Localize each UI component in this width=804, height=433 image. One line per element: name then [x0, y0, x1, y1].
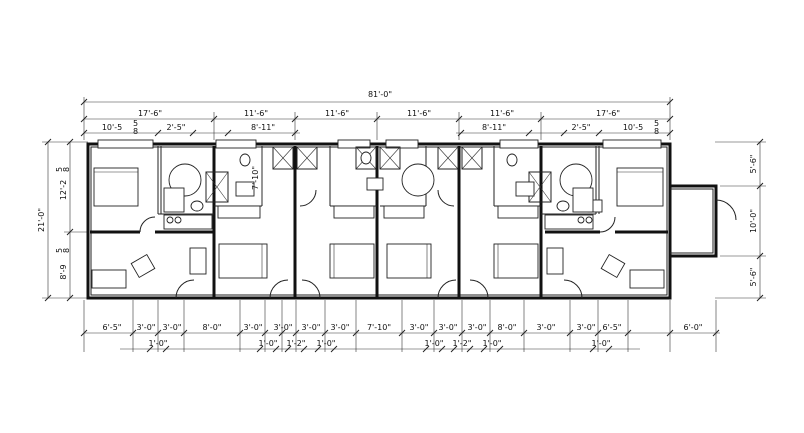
windows: [97, 139, 662, 149]
dim-sub-7: 1'-0": [483, 339, 502, 348]
overall-width-label: 81'-0": [368, 90, 392, 99]
fraction-num-2: 5: [654, 119, 659, 128]
dim-bottom-3: 3'-0": [163, 323, 182, 332]
bottom-sub-tick: [496, 345, 504, 353]
fraction-num-4: 5: [55, 248, 64, 253]
bottom-sub-tick: [450, 345, 458, 353]
dim-right-1: 5'-6": [749, 155, 758, 174]
left-dimensions: 21'-0" 12'-2 5 8 8'-9 5 8: [37, 138, 88, 302]
bottom-sub-tick: [438, 345, 446, 353]
fraction-num-1: 5: [133, 119, 138, 128]
dim-top-6: 17'-6": [596, 109, 620, 118]
dim-top-5: 11'-6": [490, 109, 514, 118]
dim-top-1: 17'-6": [138, 109, 162, 118]
fraction-den-4: 8: [62, 248, 71, 253]
dim-bottom-13: 8'-0": [498, 323, 517, 332]
dim-bottom-14: 3'-0": [537, 323, 556, 332]
dim-bottom-11: 3'-0": [439, 323, 458, 332]
bottom-sub-tick: [284, 345, 292, 353]
dim-bottom-7: 3'-0": [302, 323, 321, 332]
closets: [205, 146, 552, 203]
dim-sub-6: 1'-2": [453, 339, 472, 348]
bottom-sub-tick: [330, 345, 338, 353]
dim-sub-1: 1'-0": [149, 339, 168, 348]
right-dimensions: 5'-6" 10'-0" 5'-6": [715, 138, 766, 302]
bottom-sub-tick: [314, 345, 322, 353]
dim-bottom-6: 3'-0": [274, 323, 293, 332]
interior-walls: [90, 146, 668, 298]
bottom-sub-tick: [146, 345, 154, 353]
dim-top-4: 11'-6": [407, 109, 431, 118]
dim-sub-4: 1'-0": [317, 339, 336, 348]
fraction-den-1: 8: [133, 127, 138, 136]
beds: [93, 167, 664, 279]
dim-left-overall: 21'-0": [37, 208, 46, 232]
dim-bottom-5: 3'-0": [244, 323, 263, 332]
bottom-sub-tick: [300, 345, 308, 353]
living-furniture: [91, 247, 665, 289]
dim-second-right-2: 2'-5": [572, 123, 591, 132]
bottom-sub-tick: [422, 345, 430, 353]
dim-second-left-3: 8'-11": [251, 123, 275, 132]
fraction-den-3: 8: [62, 167, 71, 172]
dim-interior-vertical: 7'-10": [251, 166, 260, 190]
dim-second-left-2: 2'-5": [167, 123, 186, 132]
dim-right-3: 5'-6": [749, 268, 758, 287]
dim-bottom-4: 8'-0": [203, 323, 222, 332]
bottom-sub-tick: [589, 345, 597, 353]
dim-left-upper: 12'-2: [59, 180, 68, 200]
bath-fixtures: [168, 151, 603, 213]
dim-sub-3: 1'-2": [287, 339, 306, 348]
dim-second-right-1: 8'-11": [482, 123, 506, 132]
bottom-sub-tick: [162, 345, 170, 353]
exterior-walls: [86, 142, 718, 300]
bottom-sub-tick: [480, 345, 488, 353]
dim-second-left-1: 10'-5: [102, 123, 122, 132]
doors: [139, 189, 737, 299]
dim-top-3: 11'-6": [325, 109, 349, 118]
dim-bottom-15: 3'-0": [577, 323, 596, 332]
second-dimension-row: 10'-5 5 8 2'-5" 8'-11" 8'-11" 2'-5" 10'-…: [80, 119, 674, 137]
dim-sub-5: 1'-0": [425, 339, 444, 348]
dim-bottom-12: 3'-0": [468, 323, 487, 332]
dim-bottom-17: 6'-0": [684, 323, 703, 332]
dim-bottom-1: 6'-5": [103, 323, 122, 332]
dim-left-lower: 8'-9: [59, 264, 68, 279]
bottom-sub-tick: [605, 345, 613, 353]
dim-sub-8: 1'-0": [592, 339, 611, 348]
bottom-sub-tick: [256, 345, 264, 353]
bottom-sub-tick: [272, 345, 280, 353]
dim-bottom-16: 6'-5": [603, 323, 622, 332]
dim-top-2: 11'-6": [244, 109, 268, 118]
top-dimension-row: 17'-6" 11'-6" 11'-6" 11'-6" 11'-6" 17'-6…: [80, 109, 674, 140]
fraction-den-2: 8: [654, 127, 659, 136]
dim-bottom-8: 3'-0": [331, 323, 350, 332]
dim-bottom-9: 7'-10": [367, 323, 391, 332]
bottom-dimension-row: 6'-5" 3'-0" 3'-0" 8'-0" 3'-0" 3'-0" 3'-0…: [80, 300, 720, 353]
kitchen-fixtures: [163, 187, 594, 230]
dim-bottom-2: 3'-0": [137, 323, 156, 332]
dim-right-2: 10'-0": [749, 209, 758, 233]
interior-dimension: 7'-10": [251, 150, 263, 204]
fraction-num-3: 5: [55, 167, 64, 172]
dim-bottom-10: 3'-0": [410, 323, 429, 332]
dim-sub-2: 1'-0": [259, 339, 278, 348]
dim-second-right-3: 10'-5: [623, 123, 643, 132]
bottom-sub-tick: [466, 345, 474, 353]
